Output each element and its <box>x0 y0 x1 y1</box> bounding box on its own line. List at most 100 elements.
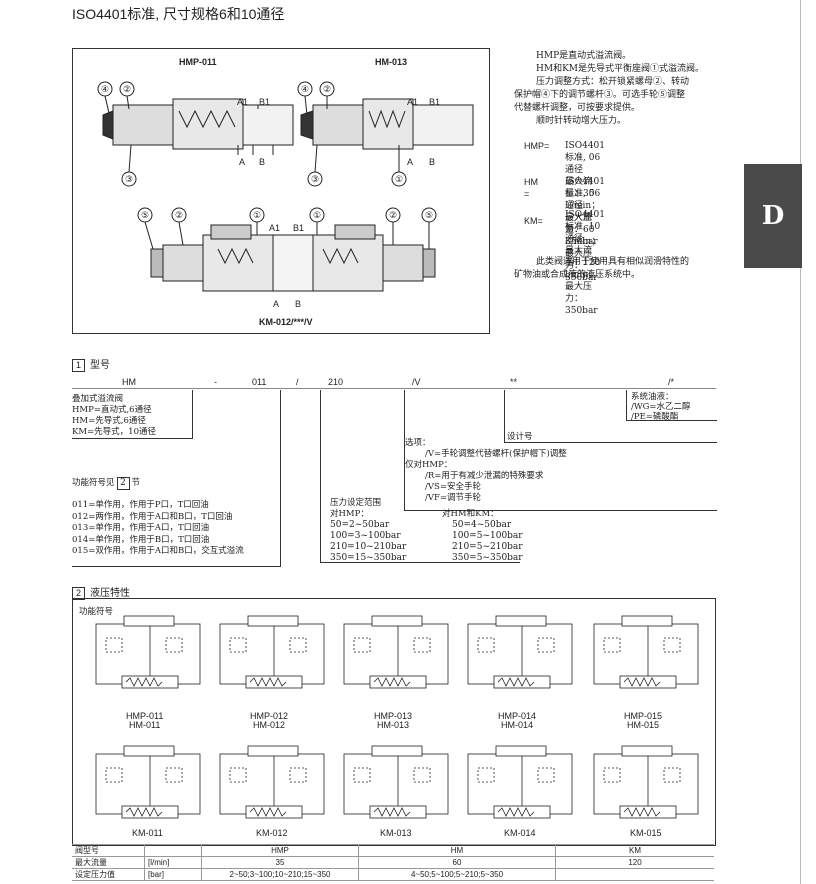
spec-table-wrap: 阀型号 HMP HM KM 最大流量 [l/min] 35 60 120 设定压… <box>72 844 714 881</box>
side-tab: D <box>744 164 802 268</box>
symbol-spring <box>623 807 661 817</box>
function-line: 015=双作用，作用于A口和B口，交互式溢流 <box>72 546 244 556</box>
symbol-relief-valve <box>353 767 371 783</box>
function-line: 011=单作用，作用于P口，T口回油 <box>72 500 209 510</box>
options-box: 选项： /V=手轮调整代替螺杆(保护帽下)调整 仅对HMP： /R=用于有减少泄… <box>404 390 717 511</box>
option-line: 仅对HMP： <box>405 460 453 470</box>
desc-line-6: 顺时针转动增大压力。 <box>536 116 627 126</box>
option-line: /R=用于有减少泄漏的特殊要求 <box>425 471 544 481</box>
callout-2a: ② <box>123 84 132 94</box>
port-a-bot: A <box>273 299 280 309</box>
right-margin-line <box>800 0 801 884</box>
description: HMP是直动式溢流阀。 HM和KM是先导式平衡座阀①式溢流阀。 压力调整方式：松… <box>514 50 704 128</box>
table-cell <box>555 868 714 881</box>
symbol-relief-valve <box>603 637 621 653</box>
section2-num: 2 <box>72 587 85 600</box>
symbol-relief-valve <box>603 767 621 783</box>
port-a1-mid: A1 <box>407 97 419 107</box>
symbol-spring <box>125 807 163 817</box>
func-ref-tail: 节 <box>131 478 141 488</box>
symbol-relief-valve <box>289 767 307 783</box>
symbol-top-label-line: HM-012 <box>253 720 286 730</box>
spec-line: ISO4401标准, 06通径 <box>565 177 606 211</box>
port-b-mid: B <box>429 157 436 167</box>
section1-heading: 1 型号 <box>72 356 110 372</box>
spec-table: 阀型号 HMP HM KM 最大流量 [l/min] 35 60 120 设定压… <box>72 844 714 881</box>
spec-line: 最大流量：35 L/min； <box>565 177 601 211</box>
symbol-valve-head <box>371 745 423 757</box>
hmkm-label: 对HM和KM： <box>442 509 499 519</box>
label-km012: KM-012/***/V <box>259 317 313 327</box>
port-b1-top: B1 <box>259 97 271 107</box>
code-part-seal: /* <box>668 377 675 387</box>
symbol-relief-valve <box>229 767 247 783</box>
code-part-slash: / <box>296 377 299 387</box>
symbol-relief-valve <box>289 637 307 653</box>
section2-title: 液压特性 <box>90 588 130 599</box>
symbol-relief-valve <box>105 637 123 653</box>
desc-line-2: HM和KM是先导式平衡座阀①式溢流阀。 <box>536 64 705 74</box>
pressure-block: 压力设定范围 对HMP： 50=2~50bar 100=3~100bar 210… <box>330 498 406 564</box>
hmkm-block: 对HM和KM： 50=4~50bar 100=5~100bar 210=5~21… <box>442 509 523 564</box>
description-tail: 此类阀适用于使用具有相似润滑特性的 矿物油或合成液的液压系统中。 <box>514 256 689 282</box>
code-part-function: 011 <box>252 377 267 387</box>
symbol-top-label-line: HMP-013 <box>374 711 413 721</box>
spec-line: 最大压力：350bar <box>565 213 598 247</box>
symbol-relief-valve <box>229 637 247 653</box>
table-row: 设定压力值 [bar] 2~50;3~100;10~210;15~350 4~5… <box>72 868 714 881</box>
spec-key: KM= <box>524 216 543 226</box>
callout-5b: ⑤ <box>425 210 434 220</box>
hmkm-range: 210=5~210bar <box>452 542 523 552</box>
symbol-relief-valve <box>165 767 183 783</box>
func-ref-text: 功能符号见 <box>72 478 115 488</box>
symbol-spring <box>623 677 661 687</box>
code-part-dash: - <box>214 377 217 387</box>
hmp-range: 350=15~350bar <box>330 553 407 563</box>
hmkm-range: 100=5~100bar <box>452 531 523 541</box>
seal-line: /PE=磷酸酯 <box>631 412 679 422</box>
symbol-valve-head <box>123 745 175 757</box>
symbol-relief-valve <box>413 767 431 783</box>
port-b-top: B <box>259 157 266 167</box>
symbol-bottom-label: KM-014 <box>504 828 536 838</box>
option-line: /VS=安全手轮 <box>425 482 481 492</box>
symbol-spring <box>373 807 411 817</box>
option-line: /VF=调节手轮 <box>425 493 482 503</box>
table-cell: 35 <box>201 856 359 869</box>
table-cell: [l/min] <box>144 856 202 869</box>
symbol-relief-valve <box>105 767 123 783</box>
table-row: 阀型号 HMP HM KM <box>72 844 714 857</box>
hmkm-range: 50=4~50bar <box>452 520 512 530</box>
symbol-bottom-label: KM-011 <box>132 828 163 838</box>
symbol-relief-valve <box>663 767 681 783</box>
option-line: /V=手轮调整代替螺杆(保护帽下)调整 <box>425 449 567 459</box>
symbol-frame <box>593 623 699 685</box>
table-cell: [bar] <box>144 868 202 881</box>
table-cell: 60 <box>358 856 556 869</box>
table-header: HMP <box>201 844 359 857</box>
func-ref-num: 2 <box>116 477 130 490</box>
symbol-valve-head <box>371 615 423 627</box>
symbol-frame <box>95 623 201 685</box>
callout-4b: ④ <box>301 84 310 94</box>
symbol-relief-valve <box>537 767 555 783</box>
table-header: HM <box>358 844 556 857</box>
table-row: 最大流量 [l/min] 35 60 120 <box>72 856 714 869</box>
section1-num: 1 <box>72 359 85 372</box>
symbol-relief-valve <box>477 767 495 783</box>
symbol-spring <box>249 807 287 817</box>
stack-line: 叠加式溢流阀 <box>72 394 124 404</box>
function-line: 012=两作用，作用于A口和B口，T口回油 <box>72 511 233 522</box>
symbol-frame <box>467 623 573 685</box>
symbol-spring <box>497 677 535 687</box>
symbol-top-label-line: HM-011 <box>129 720 161 730</box>
section2-heading: 2 液压特性 <box>72 584 130 600</box>
callout-2b: ② <box>323 84 332 94</box>
spec-line: ISO4401标准, 06通径 <box>565 141 606 175</box>
callout-2d: ② <box>389 210 398 220</box>
section1-title: 型号 <box>90 360 110 371</box>
symbol-valve-head <box>123 615 175 627</box>
valve-figure-box: HMP-011 HM-013 KM-012/***/V <box>72 48 490 334</box>
